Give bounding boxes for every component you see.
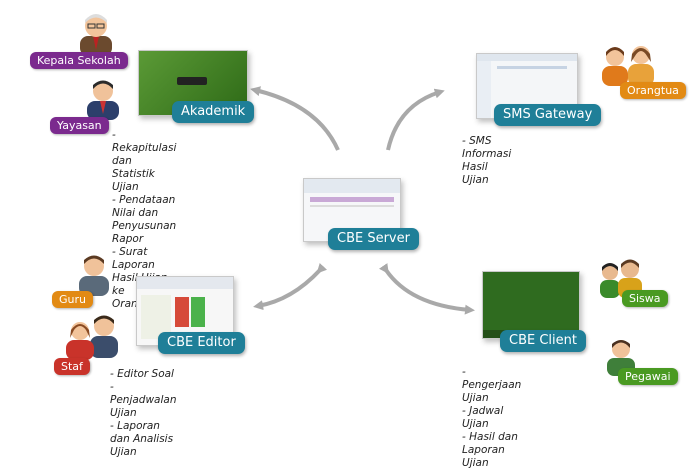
- role-staf: Staf: [54, 358, 90, 375]
- feature-item: - Hasil dan Laporan Ujian: [462, 431, 518, 469]
- role-yayasan: Yayasan: [50, 117, 109, 134]
- feature-item: - Editor Soal: [110, 368, 174, 380]
- feature-item: - Rekapitulasi dan Statistik Ujian: [112, 129, 177, 193]
- cbe-editor-label: CBE Editor: [158, 332, 245, 354]
- arrow-server-to-sms: [386, 88, 445, 151]
- feature-item: - Pendataan Nilai dan Penyusunan Rapor: [112, 194, 177, 245]
- teacher-person-icon: [79, 255, 109, 296]
- foundation-person-icon: [87, 80, 119, 120]
- connection-arrows: [250, 86, 475, 315]
- staff-person-icon: [66, 315, 118, 360]
- cbe-server-label: CBE Server: [328, 228, 419, 250]
- role-kepala-sekolah: Kepala Sekolah: [30, 52, 128, 69]
- feature-item: - Jadwal Ujian: [462, 405, 504, 430]
- cbe-client-label: CBE Client: [500, 330, 586, 352]
- feature-item: - Penjadwalan Ujian: [110, 381, 177, 419]
- arrow-server-to-akademik: [250, 86, 340, 151]
- cbe-editor-features: - Editor Soal - Penjadwalan Ujian - Lapo…: [110, 368, 177, 459]
- parents-icon: [602, 46, 654, 86]
- cbe-editor-screenshot: [136, 276, 234, 346]
- role-pegawai: Pegawai: [618, 368, 678, 385]
- role-guru: Guru: [52, 291, 93, 308]
- arrow-server-client: [379, 263, 475, 315]
- cbe-client-features: - Pengerjaan Ujian - Jadwal Ujian - Hasi…: [462, 366, 521, 470]
- arrow-server-editor: [253, 262, 328, 311]
- sms-gateway-features: - SMS Informasi Hasil Ujian: [462, 135, 511, 187]
- cbe-client-screenshot: [482, 271, 580, 339]
- principal-person-icon: [80, 14, 112, 56]
- feature-item: - SMS Informasi Hasil Ujian: [462, 135, 512, 186]
- sms-gateway-label: SMS Gateway: [494, 104, 602, 126]
- feature-item: - Pengerjaan Ujian: [462, 366, 522, 404]
- role-orangtua: Orangtua: [620, 82, 686, 99]
- role-siswa: Siswa: [622, 290, 668, 307]
- feature-item: - Laporan dan Analisis Ujian: [110, 420, 174, 458]
- students-group-icon: [600, 259, 642, 298]
- akademik-label: Akademik: [172, 101, 255, 123]
